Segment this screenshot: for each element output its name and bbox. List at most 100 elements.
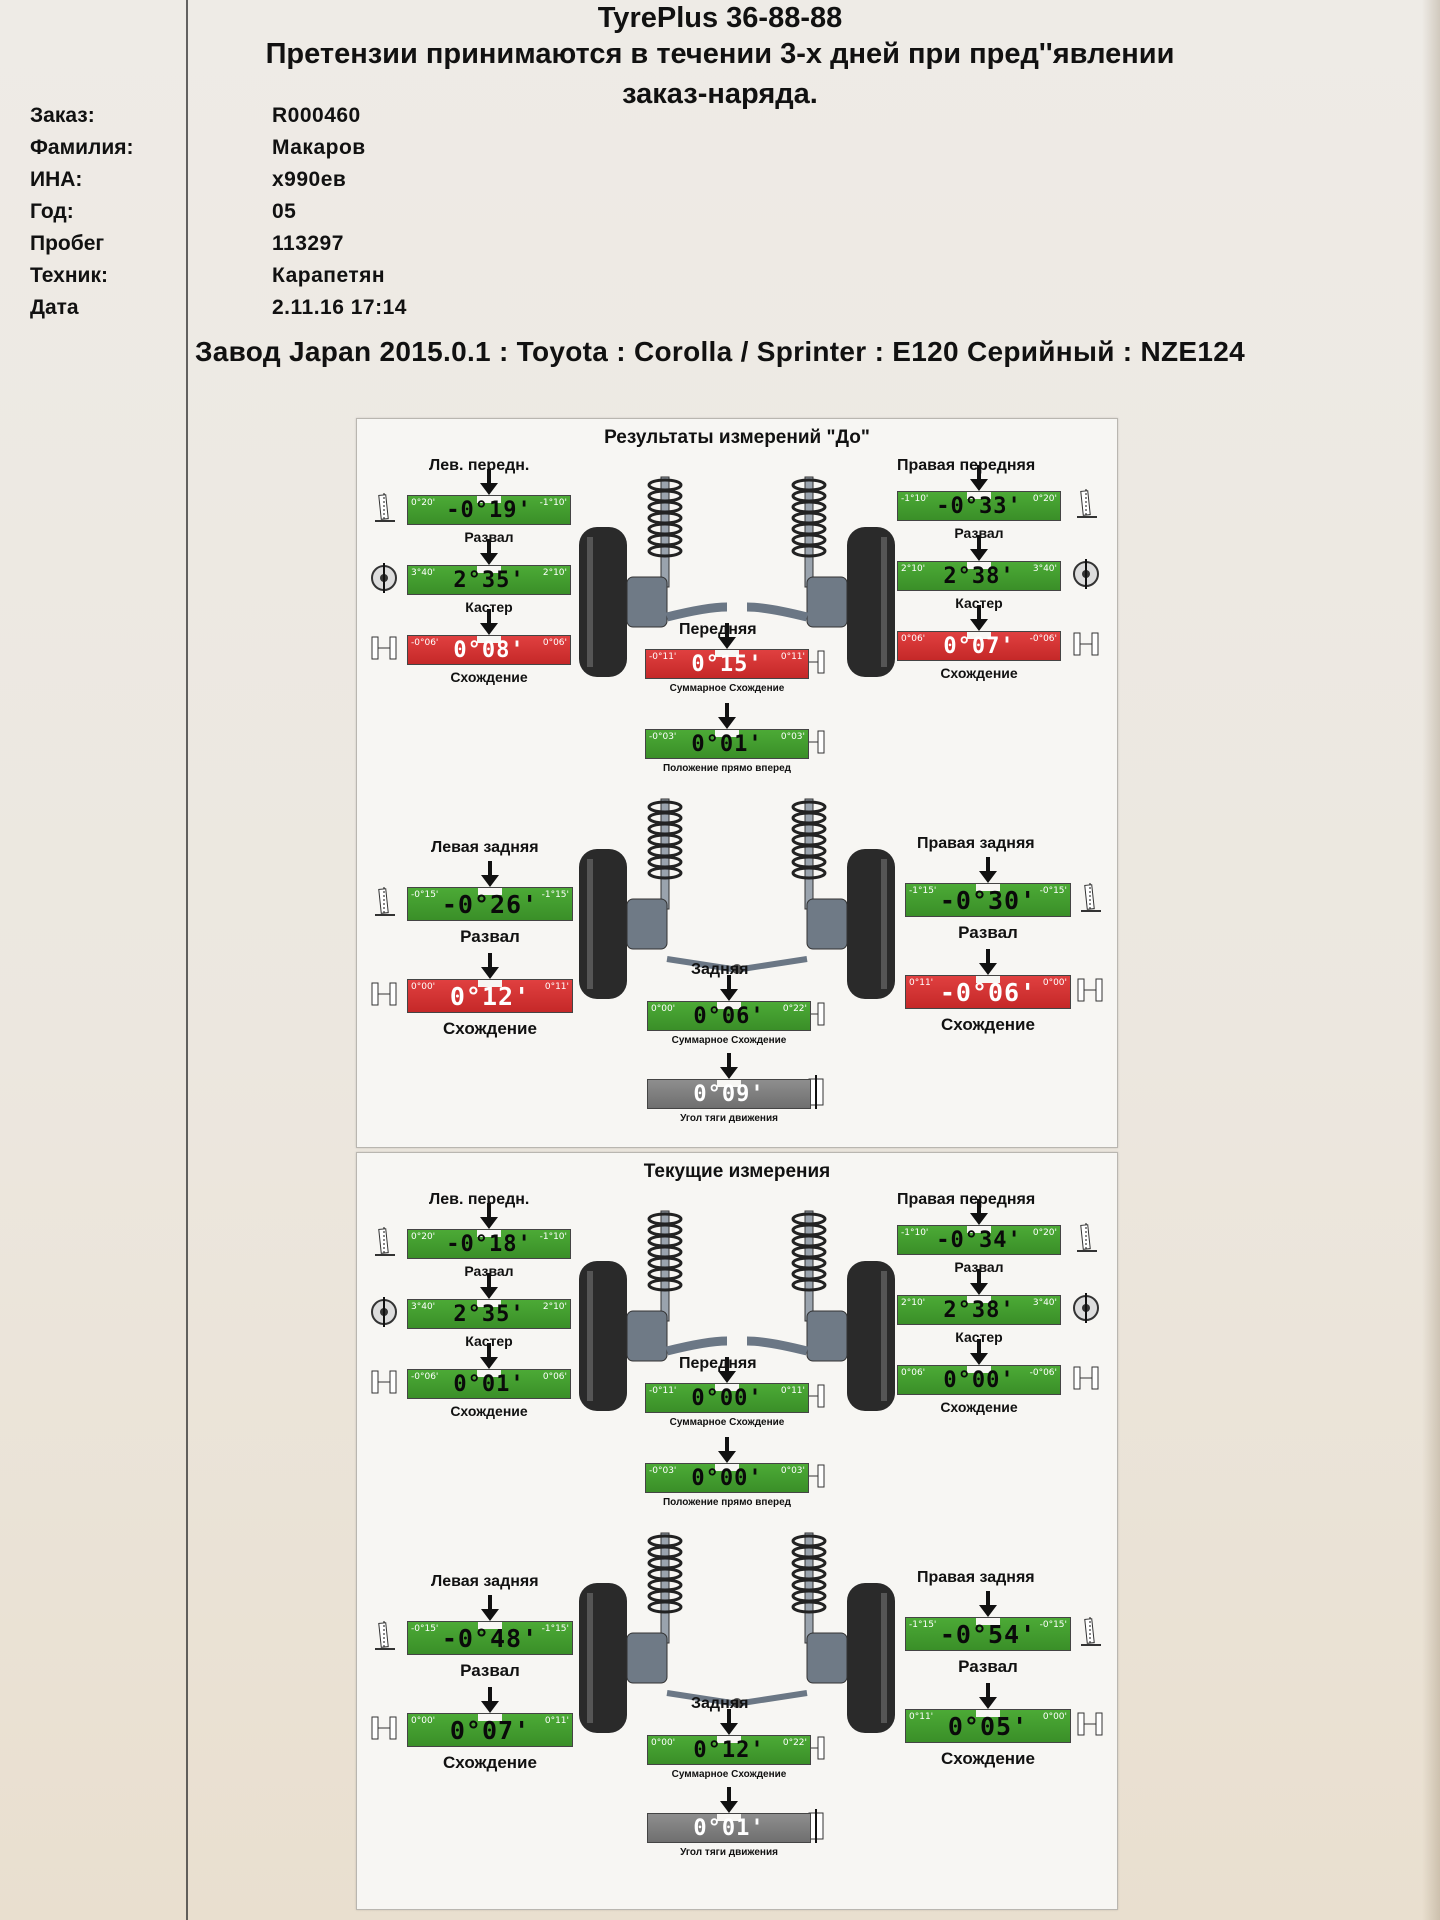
info-value: 2.11.16 17:14 (272, 296, 407, 319)
gauge-notch (967, 562, 991, 569)
gauge-max: -0°15' (1039, 1620, 1067, 1630)
gauge-front-total-toe: -0°11'0°11'0°00' (645, 1381, 809, 1413)
gauge-value: 0°09' (693, 1082, 765, 1107)
measure-caption: Развал (958, 1657, 1018, 1676)
gauge-max: 0°03' (780, 732, 805, 742)
gauge-value: 0°01' (693, 1816, 765, 1841)
gauge-thrust-angle: 0°01' (647, 1811, 811, 1843)
gauge-notch (976, 976, 1000, 983)
gauge-lf-camber: 0°20'-1°10'-0°18' (407, 1227, 571, 1259)
info-label: Год: (30, 200, 74, 223)
gauge-value: 0°08' (453, 638, 525, 663)
gauge-max: 0°11' (544, 982, 569, 992)
gauge-lr-toe: 0°00'0°11'0°07' (407, 1711, 573, 1747)
gauge-max: 0°11' (780, 652, 805, 662)
gauge-rf-toe: 0°06'-0°06'0°00' (897, 1363, 1061, 1395)
gauge-rear-total-toe: 0°00'0°22'0°12' (647, 1733, 811, 1765)
panel-title: Результаты измерений "До" (604, 427, 870, 448)
gauge-bar: -0°15'-1°15'-0°26' (407, 887, 573, 921)
gauge-value: 0°15' (691, 652, 763, 677)
gauge-rf-camber: -1°10'0°20'-0°34' (897, 1223, 1061, 1255)
gauge-value: -0°54' (939, 1620, 1037, 1649)
arrow-down-icon (970, 1199, 988, 1225)
gauge-bar: 0°20'-1°10'-0°19' (407, 495, 571, 525)
gauge-rr-camber: -1°15' -0°15'-0°54' (905, 1615, 1071, 1651)
gauge-max: -0°06' (1029, 634, 1057, 644)
wheel-label-right-rear: Правая задняя (917, 835, 1035, 852)
measure-caption: Угол тяги движения (680, 1113, 778, 1124)
gauge-value: 0°01' (453, 1372, 525, 1397)
info-value: Макаров (272, 136, 366, 159)
gauge-max: -1°15' (541, 890, 569, 900)
info-row: Техник:Карапетян (30, 264, 407, 296)
gauge-min: -0°06' (411, 638, 439, 648)
arrow-down-icon (718, 1357, 736, 1383)
gauge-max: 0°11' (544, 1716, 569, 1726)
gauge-bar: -0°06'0°06'0°08' (407, 635, 571, 665)
gauge-max: 2°10' (542, 1302, 567, 1312)
gauge-value: -0°19' (446, 498, 532, 523)
arrow-down-icon (970, 535, 988, 561)
gauge-notch (477, 1370, 501, 1377)
gauge-min: -0°03' (649, 732, 677, 742)
arrow-down-icon (970, 1339, 988, 1365)
gauge-bar: 0°06' -0°06' 0°07' (897, 631, 1061, 661)
caster-icon (1073, 1293, 1099, 1323)
gauge-lf-caster: 3°40'2°10'2°35' (407, 563, 571, 595)
gauge-min: -0°15' (411, 890, 439, 900)
toe-icon (1073, 1366, 1099, 1390)
gauge-lr-camber: -0°15'-1°15'-0°48' (407, 1619, 573, 1655)
measure-caption: Схождение (443, 1019, 537, 1038)
page-edge-shadow (1422, 0, 1440, 1920)
measure-caption: Схождение (450, 669, 528, 685)
gauge-max: 3°40' (1032, 564, 1057, 574)
gauge-min: -0°06' (411, 1372, 439, 1382)
gauge-notch (477, 496, 501, 503)
arrow-down-icon (720, 1787, 738, 1813)
gauge-rr-toe: 0°11'0°00'0°05' (905, 1707, 1071, 1743)
measure-caption: Угол тяги движения (680, 1847, 778, 1858)
gauge-notch (976, 1710, 1000, 1717)
gauge-notch (477, 566, 501, 573)
gauge-notch (715, 650, 739, 657)
gauge-min: 3°40' (411, 568, 436, 578)
gauge-bar: -0°06'0°06'0°01' (407, 1369, 571, 1399)
caster-icon (1073, 559, 1099, 589)
gauge-min: 0°06' (901, 634, 926, 644)
order-info: Заказ:R000460 Фамилия:Макаров ИНА:х990ев… (30, 104, 407, 328)
arrow-down-icon (979, 857, 997, 883)
front-suspension-illustration (579, 1210, 895, 1411)
wheel-label-right-front: Правая передняя (897, 1191, 1036, 1208)
gauge-value: 2°35' (453, 568, 525, 593)
gauge-min: 0°20' (411, 1232, 436, 1242)
arrow-down-icon (718, 1437, 736, 1463)
gauge-min: 0°11' (909, 1712, 934, 1722)
wheel-label-left-rear: Левая задняя (431, 839, 539, 856)
arrow-down-icon (979, 1591, 997, 1617)
measure-caption: Развал (958, 923, 1018, 942)
gauge-max: 0°00' (1042, 1712, 1067, 1722)
arrow-down-icon (480, 1273, 498, 1299)
gauge-notch (717, 1814, 741, 1821)
gauge-max: 0°20' (1032, 1228, 1057, 1238)
gauge-max: -1°15' (541, 1624, 569, 1634)
gauge-value: 0°07' (943, 634, 1015, 659)
measure-caption: Схождение (443, 1753, 537, 1772)
gauge-bar: 0°00'0°11'0°07' (407, 1713, 573, 1747)
toe-icon (371, 1716, 397, 1740)
measure-caption: Кастер (955, 1329, 1003, 1345)
measure-caption: Кастер (465, 599, 513, 615)
gauge-value: 0°00' (691, 1386, 763, 1411)
gauge-rf-toe: 0°06' -0°06' 0°07' (897, 629, 1061, 661)
gauge-min: -1°15' (909, 1620, 937, 1630)
axle-label-rear: Задняя (691, 961, 749, 978)
vehicle-spec: Завод Japan 2015.0.1 : Toyota : Corolla … (194, 336, 1246, 367)
camber-icon (1077, 489, 1097, 518)
gauge-notch (717, 1002, 741, 1009)
measure-caption: Положение прямо вперед (662, 763, 792, 774)
gauge-notch (715, 1464, 739, 1471)
info-label: Заказ: (30, 104, 95, 127)
claims-notice: Претензии принимаются в течении 3-х дней… (265, 38, 1175, 70)
gauge-min: 0°06' (901, 1368, 926, 1378)
gauge-rr-camber: -1°15'-0°15'-0°30' (905, 881, 1071, 917)
